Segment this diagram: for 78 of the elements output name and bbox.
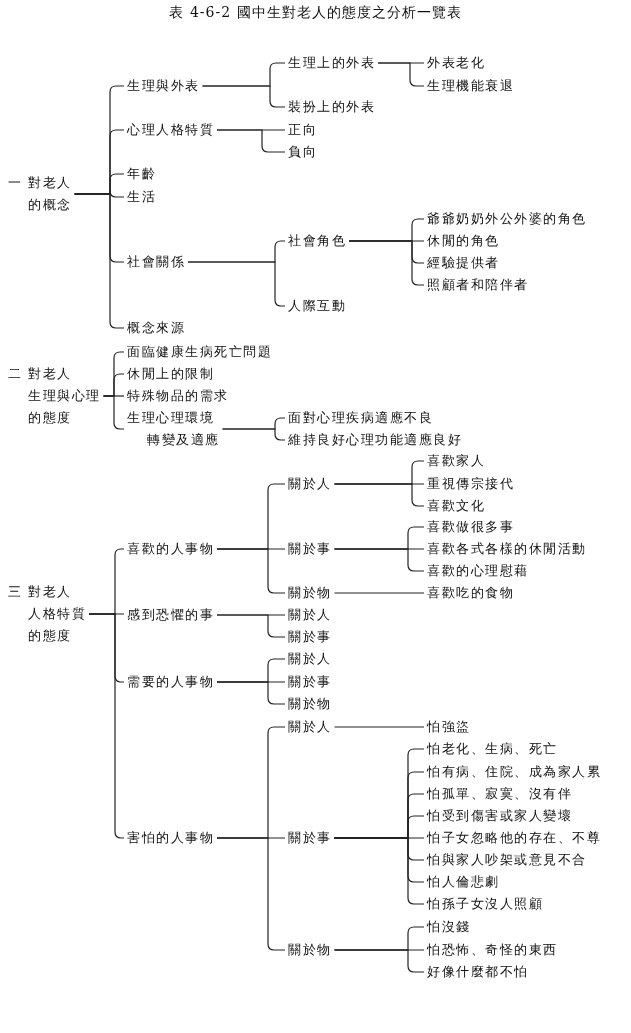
subtopic-label: 關於事 (288, 827, 332, 849)
topic-label: 概念來源 (127, 317, 185, 339)
category-heading: 一 對老人的概念 (8, 172, 72, 216)
item-label: 好像什麼都不怕 (427, 961, 529, 983)
subtopic-label: 關於人 (288, 648, 332, 670)
topic-label: 面臨健康生病死亡問題 (127, 341, 272, 363)
bracket-connector (333, 726, 425, 728)
subtopic-label: 關於物 (288, 582, 332, 604)
topic-label: 社會關係 (127, 251, 185, 273)
topic-label: 特殊物品的需求 (127, 385, 229, 407)
item-label: 爺爺奶奶外公外婆的角色 (427, 208, 587, 230)
bracket-connector (333, 837, 425, 905)
bracket-connector (216, 129, 286, 153)
item-label: 喜歡吃的食物 (427, 582, 514, 604)
category-heading: 三 對老人人格特質的態度 (8, 581, 86, 647)
subtopic-label: 面對心理疾病適應不良 (288, 407, 433, 429)
item-label: 怕人倫悲劇 (427, 871, 500, 893)
subtopic-label: 關於事 (288, 671, 332, 693)
item-label: 喜歡的心理慰藉 (427, 560, 529, 582)
bracket-connector (377, 62, 425, 87)
subtopic-label: 負向 (288, 141, 317, 163)
item-label: 怕沒錢 (427, 916, 471, 938)
topic-label: 心理人格特質 (127, 119, 214, 141)
bracket-connector (216, 837, 286, 951)
topic-label: 年齡 (127, 163, 156, 185)
bracket-connector (201, 85, 286, 108)
item-label: 怕子女忽略他的存在、不尊 (427, 827, 601, 849)
subtopic-label: 裝扮上的外表 (288, 96, 375, 118)
bracket-connector (221, 428, 286, 441)
topic-label: 生理心理環境轉變及適應 (127, 407, 220, 451)
bracket-connector (333, 548, 425, 572)
item-label: 休閒的角色 (427, 230, 500, 252)
item-label: 喜歡家人 (427, 450, 485, 472)
bracket-connector (333, 949, 425, 973)
bracket-connector (74, 193, 125, 329)
bracket-connector (216, 681, 286, 705)
subtopic-label: 關於物 (288, 693, 332, 715)
bracket-connector (216, 548, 286, 594)
table-title: 表 4-6-2 國中生對老人的態度之分析一覽表 (168, 4, 463, 22)
subtopic-label: 關於物 (288, 939, 332, 961)
topic-label: 害怕的人事物 (127, 827, 214, 849)
item-label: 經驗提供者 (427, 252, 500, 274)
item-label: 怕受到傷害或家人變壞 (427, 805, 572, 827)
item-label: 怕老化、生病、死亡 (427, 738, 558, 760)
item-label: 重視傳宗接代 (427, 473, 514, 495)
subtopic-label: 正向 (288, 119, 317, 141)
subtopic-label: 生理上的外表 (288, 52, 375, 74)
item-label: 怕孤單、寂寞、沒有伴 (427, 783, 572, 805)
item-label: 照顧者和陪伴者 (427, 274, 529, 296)
item-label: 生理機能衰退 (427, 75, 514, 97)
topic-label: 需要的人事物 (127, 671, 214, 693)
bracket-connector (333, 592, 425, 594)
subtopic-label: 關於人 (288, 604, 332, 626)
topic-label: 休閒上的限制 (127, 363, 214, 385)
subtopic-label: 維持良好心理功能適應良好 (288, 429, 462, 451)
item-label: 喜歡各式各樣的休閒活動 (427, 538, 587, 560)
bracket-connector (333, 483, 425, 507)
subtopic-label: 人際互動 (288, 295, 346, 317)
category-heading: 二 對老人生理與心理的態度 (8, 363, 101, 429)
item-label: 怕恐怖、奇怪的東西 (427, 939, 558, 961)
topic-label: 生活 (127, 186, 156, 208)
topic-label: 感到恐懼的事 (127, 604, 214, 626)
topic-label: 喜歡的人事物 (127, 538, 214, 560)
subtopic-label: 關於事 (288, 626, 332, 648)
item-label: 喜歡做很多事 (427, 516, 514, 538)
item-label: 怕與家人吵架或意見不合 (427, 849, 587, 871)
item-label: 怕有病、住院、成為家人累 (427, 761, 601, 783)
subtopic-label: 社會角色 (288, 230, 346, 252)
bracket-connector (216, 614, 286, 638)
item-label: 怕強盜 (427, 716, 471, 738)
subtopic-label: 關於人 (288, 716, 332, 738)
item-label: 喜歡文化 (427, 495, 485, 517)
subtopic-label: 關於事 (288, 538, 332, 560)
subtopic-label: 關於人 (288, 473, 332, 495)
bracket-connector (348, 240, 425, 286)
item-label: 外表老化 (427, 52, 485, 74)
topic-label: 生理與外表 (127, 75, 200, 97)
item-label: 怕孫子女沒人照顧 (427, 893, 543, 915)
